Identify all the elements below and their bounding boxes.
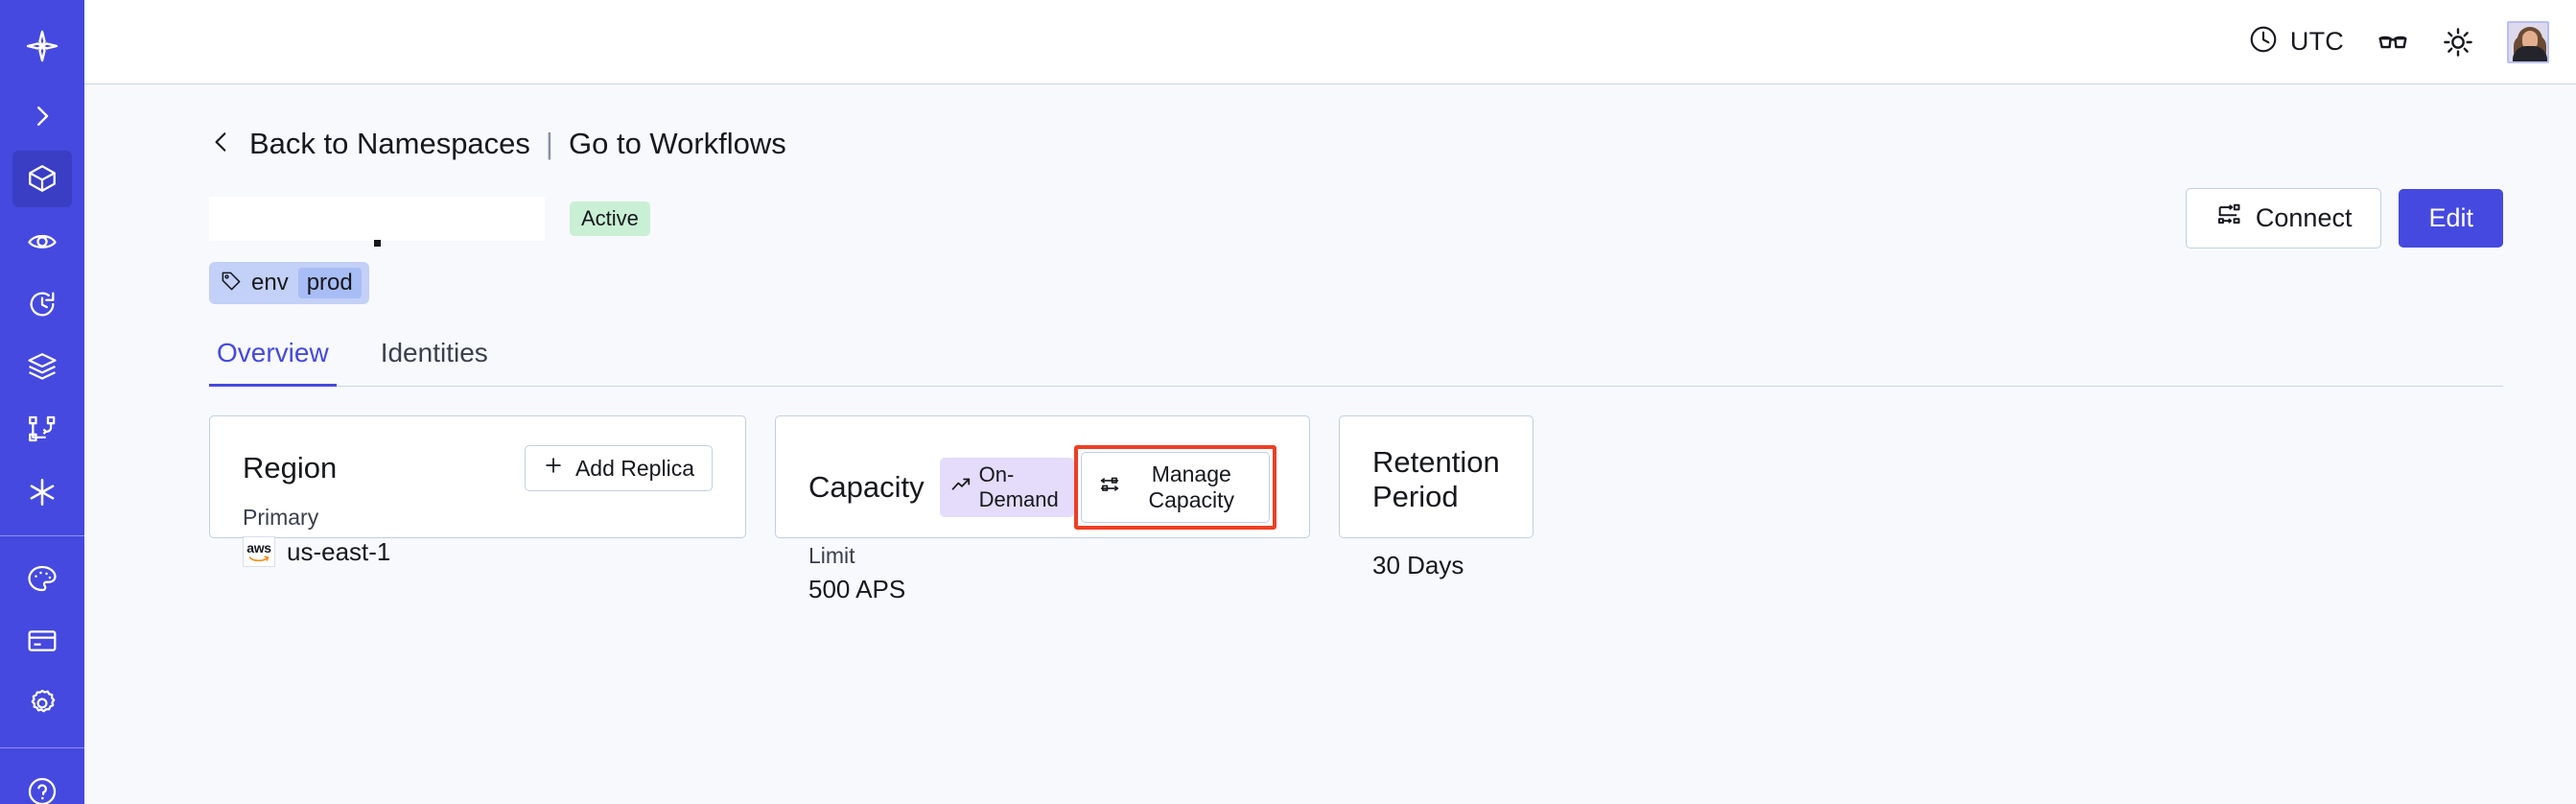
add-replica-label: Add Replica (574, 455, 694, 481)
capacity-limit-value: 500 APS (808, 575, 906, 603)
overview-cards: Region Add Replica Primary (209, 415, 2503, 603)
connect-button-label: Connect (2255, 203, 2353, 232)
help-circle-icon (26, 775, 59, 804)
page-content: Back to Namespaces | Go to Workflows Act… (84, 84, 2576, 804)
page-title (209, 196, 545, 247)
tag-value: prod (297, 268, 362, 298)
tag-icon (221, 271, 242, 296)
chevron-left-icon[interactable] (209, 128, 234, 161)
add-replica-button[interactable]: Add Replica (524, 445, 713, 491)
retention-card: Retention Period 30 Days (1339, 415, 1534, 579)
sidebar-divider-1 (0, 535, 84, 537)
primary-sidebar (0, 0, 84, 804)
eye-icon (26, 225, 59, 257)
edit-button[interactable]: Edit (2399, 189, 2503, 248)
region-card-header: Region Add Replica (243, 445, 713, 491)
namespace-title-row: Active (209, 188, 2530, 248)
gear-icon (26, 687, 59, 720)
avatar-body (2513, 45, 2547, 61)
region-primary-value: us-east-1 (287, 536, 391, 566)
sidebar-item-billing[interactable] (12, 613, 72, 670)
aws-wordmark: aws (246, 540, 271, 556)
tag-chip-env[interactable]: env prod (209, 262, 369, 304)
sun-icon[interactable] (2442, 26, 2474, 59)
tag-key: env (251, 270, 289, 296)
namespace-actions: Connect Edit (2185, 188, 2503, 248)
region-card-title: Region (243, 451, 338, 485)
clock-icon (2248, 24, 2279, 59)
sidebar-item-help[interactable] (12, 762, 72, 804)
tab-bar: Overview Identities (209, 337, 2503, 387)
connect-button[interactable]: Connect (2185, 188, 2382, 248)
sliders-icon (1099, 474, 1120, 501)
history-clock-icon (26, 288, 59, 320)
breadcrumb-workflows-link[interactable]: Go to Workflows (568, 127, 786, 160)
sidebar-item-usage[interactable] (12, 550, 72, 606)
sidebar-item-workflows[interactable] (12, 401, 72, 458)
retention-card-header: Retention Period (1372, 445, 1500, 514)
status-badge: Active (570, 201, 650, 236)
top-bar: UTC (84, 0, 2576, 84)
tab-identities[interactable]: Identities (380, 338, 488, 367)
aws-logo-icon: aws (243, 536, 275, 567)
manage-capacity-highlight: Manage Capacity (1073, 445, 1276, 530)
timezone-selector[interactable]: UTC (2248, 24, 2344, 59)
sidebar-item-integrations[interactable] (12, 463, 72, 520)
capacity-card: Capacity On-Demand (775, 415, 1310, 603)
region-card: Region Add Replica Primary (209, 415, 746, 567)
sidebar-item-history[interactable] (12, 275, 72, 332)
avatar[interactable] (2507, 20, 2549, 63)
namespace-tags: env prod (209, 262, 2530, 304)
sidebar-item-namespaces[interactable] (12, 150, 72, 207)
sidebar-item-settings[interactable] (12, 675, 72, 732)
capacity-mode-label: On-Demand (978, 462, 1059, 511)
capacity-mode-badge: On-Demand (939, 458, 1074, 517)
trending-up-icon (950, 474, 972, 501)
capacity-card-title: Capacity (808, 470, 925, 504)
manage-capacity-button[interactable]: Manage Capacity (1080, 452, 1270, 523)
palette-icon (26, 562, 59, 595)
credit-card-icon (26, 625, 59, 657)
namespace-title-dot (374, 239, 381, 247)
reading-glasses-icon[interactable] (2377, 26, 2409, 59)
manage-capacity-label: Manage Capacity (1148, 461, 1234, 512)
breadcrumb-back-link[interactable]: Back to Namespaces (249, 127, 530, 160)
sidebar-item-layers[interactable] (12, 338, 72, 394)
temporal-logo-icon[interactable] (12, 17, 72, 74)
avatar-face (2522, 30, 2538, 50)
asterisk-icon (25, 475, 59, 509)
cube-icon (26, 162, 59, 195)
expand-sidebar-button[interactable] (12, 87, 72, 144)
plus-icon (543, 455, 564, 482)
capacity-limit-label: Limit (808, 543, 855, 568)
tab-overview[interactable]: Overview (209, 338, 337, 387)
edit-button-label: Edit (2428, 203, 2473, 232)
capacity-card-header: Capacity On-Demand (808, 445, 1276, 530)
breadcrumb: Back to Namespaces | Go to Workflows (209, 127, 2530, 161)
sidebar-divider-2 (0, 747, 84, 749)
breadcrumb-separator: | (545, 127, 553, 160)
region-primary-value-row: aws us-east-1 (243, 536, 713, 567)
connect-workflow-icon (2215, 201, 2242, 235)
region-primary-label: Primary (243, 505, 319, 530)
retention-value: 30 Days (1372, 551, 1464, 579)
sidebar-footer (12, 762, 72, 804)
layers-icon (26, 350, 59, 383)
sidebar-item-observability[interactable] (12, 213, 72, 270)
timezone-label: UTC (2289, 27, 2344, 56)
retention-card-title: Retention Period (1372, 445, 1500, 513)
workflow-branch-icon (26, 413, 59, 445)
main-region: UTC (84, 0, 2576, 804)
